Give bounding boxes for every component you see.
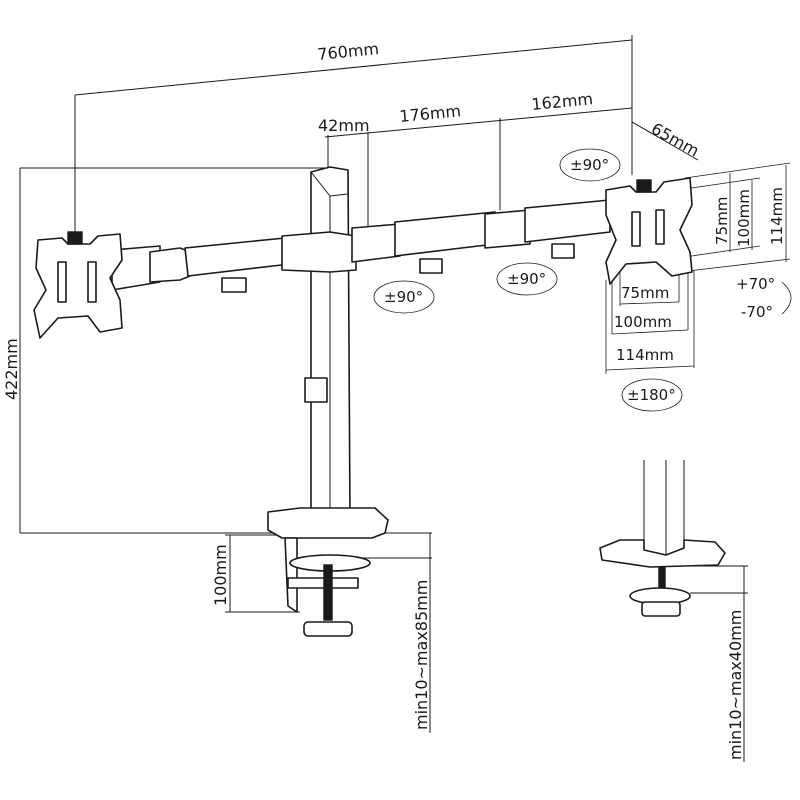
- rot-outer-joint: ±90°: [507, 270, 546, 288]
- vesa-v-114: 114mm: [768, 187, 786, 245]
- pole: [304, 166, 351, 521]
- dim-total-width: 760mm: [317, 39, 380, 64]
- arms: [111, 199, 611, 293]
- dim-clamp-range: min10~max85mm: [412, 580, 431, 730]
- vesa-h-100: 100mm: [614, 313, 672, 331]
- rot-inner-joint: ±90°: [384, 288, 423, 306]
- dim-height: 422mm: [2, 338, 21, 400]
- dim-grommet-range: min10~max40mm: [726, 610, 745, 760]
- grommet-inset: [599, 460, 726, 617]
- rot-head-swivel: ±90°: [570, 156, 609, 174]
- dim-inner-arm: 176mm: [399, 101, 462, 126]
- rot-rotate: ±180°: [627, 386, 676, 404]
- rotation-arcs: [373, 148, 792, 412]
- dim-outer-arm: 162mm: [531, 89, 594, 114]
- vesa-plate-left: [33, 231, 123, 339]
- dimension-lines: [19, 35, 791, 762]
- dim-tilt-depth: 65mm: [648, 119, 702, 161]
- dim-clamp-depth: 100mm: [211, 544, 230, 606]
- vesa-h-75: 75mm: [621, 284, 669, 302]
- dim-pole-offset: 42mm: [318, 116, 370, 135]
- rot-tilt-up: +70°: [736, 275, 775, 293]
- vesa-plate-right: [605, 177, 693, 285]
- rot-tilt-down: -70°: [741, 303, 773, 321]
- vesa-v-75: 75mm: [713, 197, 731, 245]
- vesa-v-100: 100mm: [735, 189, 753, 247]
- desk-clamp: [267, 507, 389, 637]
- vesa-h-114: 114mm: [616, 346, 674, 364]
